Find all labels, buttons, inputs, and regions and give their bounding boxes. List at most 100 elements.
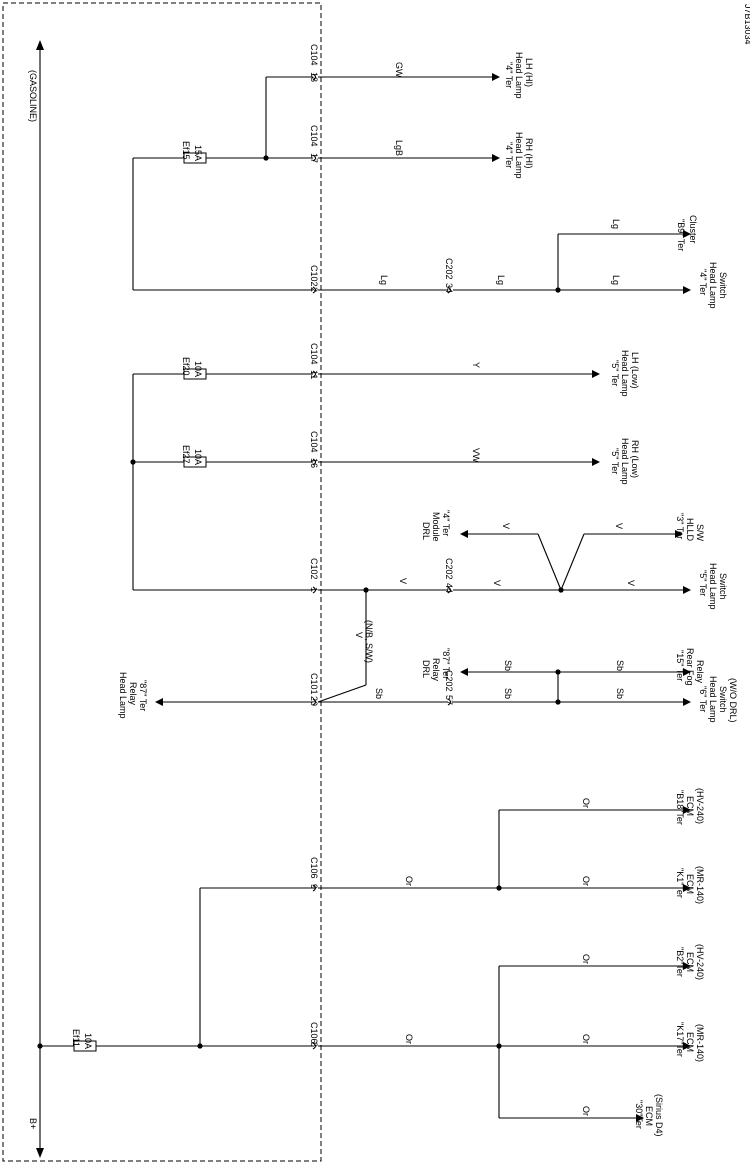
terminal-label: "4" Ter: [504, 62, 514, 88]
connector-c104-11: [312, 370, 317, 378]
pin-label: 11: [309, 370, 319, 379]
wire-color-label: Lg: [379, 275, 389, 285]
terminal-label: Relay: [128, 682, 138, 706]
gasoline-label: (GASOLINE): [28, 70, 38, 122]
pin-label: 1: [309, 587, 319, 592]
connector-c102-2: [312, 286, 317, 294]
wire-arrow: [683, 286, 691, 294]
wire-arrow: [155, 698, 163, 706]
terminal-label: "5" Ter: [610, 448, 620, 474]
pin-label: 17: [309, 153, 319, 163]
wire-arrow: [592, 370, 600, 378]
wire-arrow: [683, 230, 691, 238]
conn-label: C106: [309, 1022, 319, 1044]
terminal-label: "15" Ter: [675, 650, 685, 681]
terminal-label: (Sirius D4): [654, 1094, 664, 1137]
wire-color-label: Or: [581, 954, 591, 964]
terminal-label: "87" Ter: [441, 648, 451, 679]
terminal-label: RH (HI): [524, 138, 534, 169]
terminal-label: ECM: [685, 874, 695, 894]
terminal-label: "5" Ter: [698, 570, 708, 596]
terminal-label: ECM: [685, 1032, 695, 1052]
terminal-label: Module: [431, 512, 441, 542]
wire-color-label: Or: [581, 876, 591, 886]
wire-arrow: [683, 586, 691, 594]
wire-color-label: Or: [581, 1034, 591, 1044]
wire-arrow: [460, 530, 468, 538]
wire-color-label: VW: [471, 448, 481, 463]
fuse-ef15-name: Ef15: [181, 141, 191, 160]
wire-color-label: V: [614, 523, 624, 529]
terminal-label: "30"Ter: [634, 1100, 644, 1129]
pin-label: 2: [309, 287, 319, 292]
wire-color-label: Or: [581, 1106, 591, 1116]
terminal-label: S/W: [695, 524, 705, 542]
wire-arrow: [492, 73, 500, 81]
wire-color-label: Lg: [496, 275, 506, 285]
terminal-label: DRL: [421, 660, 431, 678]
conn-label: C202: [444, 670, 454, 692]
connector-c202-57: [447, 698, 452, 706]
terminal-label: (W/O DRL): [728, 678, 738, 723]
terminal-label: Head Lamp: [118, 672, 128, 719]
pin-label: 57: [444, 695, 454, 705]
terminal-label: RH (Low): [630, 440, 640, 478]
pin-label: 8: [309, 1042, 319, 1047]
terminal-label: Switch: [718, 686, 728, 713]
terminal-label: HLLD: [685, 518, 695, 542]
pin-label: 9: [309, 884, 319, 889]
connector-c202-44: [447, 586, 452, 594]
terminal-label: (HV-240): [695, 788, 705, 824]
connector-c106-8: [312, 1042, 317, 1050]
fuse-ef11-name: Ef11: [71, 1029, 81, 1047]
terminal-label: ECM: [685, 796, 695, 816]
wire-color-label: LgB: [394, 140, 404, 156]
terminal-label: Cluster: [688, 215, 698, 244]
conn-label: C101: [309, 673, 319, 695]
terminal-label: Head Lamp: [620, 438, 630, 485]
wire-color-label: V: [626, 580, 636, 586]
terminal-label: "B18"Ter: [675, 790, 685, 825]
module-box: [2, 2, 322, 1162]
wire-arrow: [683, 668, 691, 676]
wire: [317, 684, 367, 703]
conn-label: C202: [444, 258, 454, 280]
terminal-label: DRL: [421, 522, 431, 540]
wire-arrow: [683, 698, 691, 706]
wire-arrow: [683, 806, 691, 814]
terminal-label: ECM: [685, 952, 695, 972]
terminal-label: LH (HI): [524, 58, 534, 87]
connector-c104-16: [312, 458, 317, 466]
bus-arrow-up: [36, 40, 44, 50]
connector-c202-34: [447, 286, 452, 294]
wire-arrow: [492, 154, 500, 162]
terminal-label: "4" Ter: [698, 269, 708, 295]
source-label: B+: [28, 1118, 38, 1129]
wire-color-label: Sb: [503, 688, 513, 699]
wire-arrow: [683, 884, 691, 892]
conn-label: C106: [309, 857, 319, 879]
terminal-label: Rear Fog: [685, 648, 695, 686]
terminal-label: "B2"Ter: [675, 947, 685, 977]
connector-c102-1: [312, 586, 317, 594]
wire-arrow: [683, 962, 691, 970]
terminal-label: ECM: [644, 1106, 654, 1126]
wire-color-label: Sb: [615, 660, 625, 671]
terminal-label: Head Lamp: [620, 350, 630, 397]
terminal-label: Relay: [695, 660, 705, 684]
terminal-label: Head Lamp: [708, 563, 718, 610]
wire-color-label: V: [501, 523, 511, 529]
wire-color-label: Or: [404, 1034, 414, 1044]
terminal-label: (HV-240): [695, 944, 705, 980]
terminal-label: Head Lamp: [708, 676, 718, 723]
bus-arrow-down: [36, 1148, 44, 1158]
pin-label: 44: [444, 583, 454, 593]
terminal-label: "K1"Ter: [675, 868, 685, 898]
conn-label: C102: [309, 558, 319, 580]
wire-color-label: Or: [404, 876, 414, 886]
conn-label: C202: [444, 558, 454, 580]
fuse-ef15-rating: 15A: [193, 145, 203, 161]
splice: [37, 1043, 43, 1049]
document-id: J7B13034: [743, 4, 750, 45]
wire-arrow: [460, 668, 468, 676]
